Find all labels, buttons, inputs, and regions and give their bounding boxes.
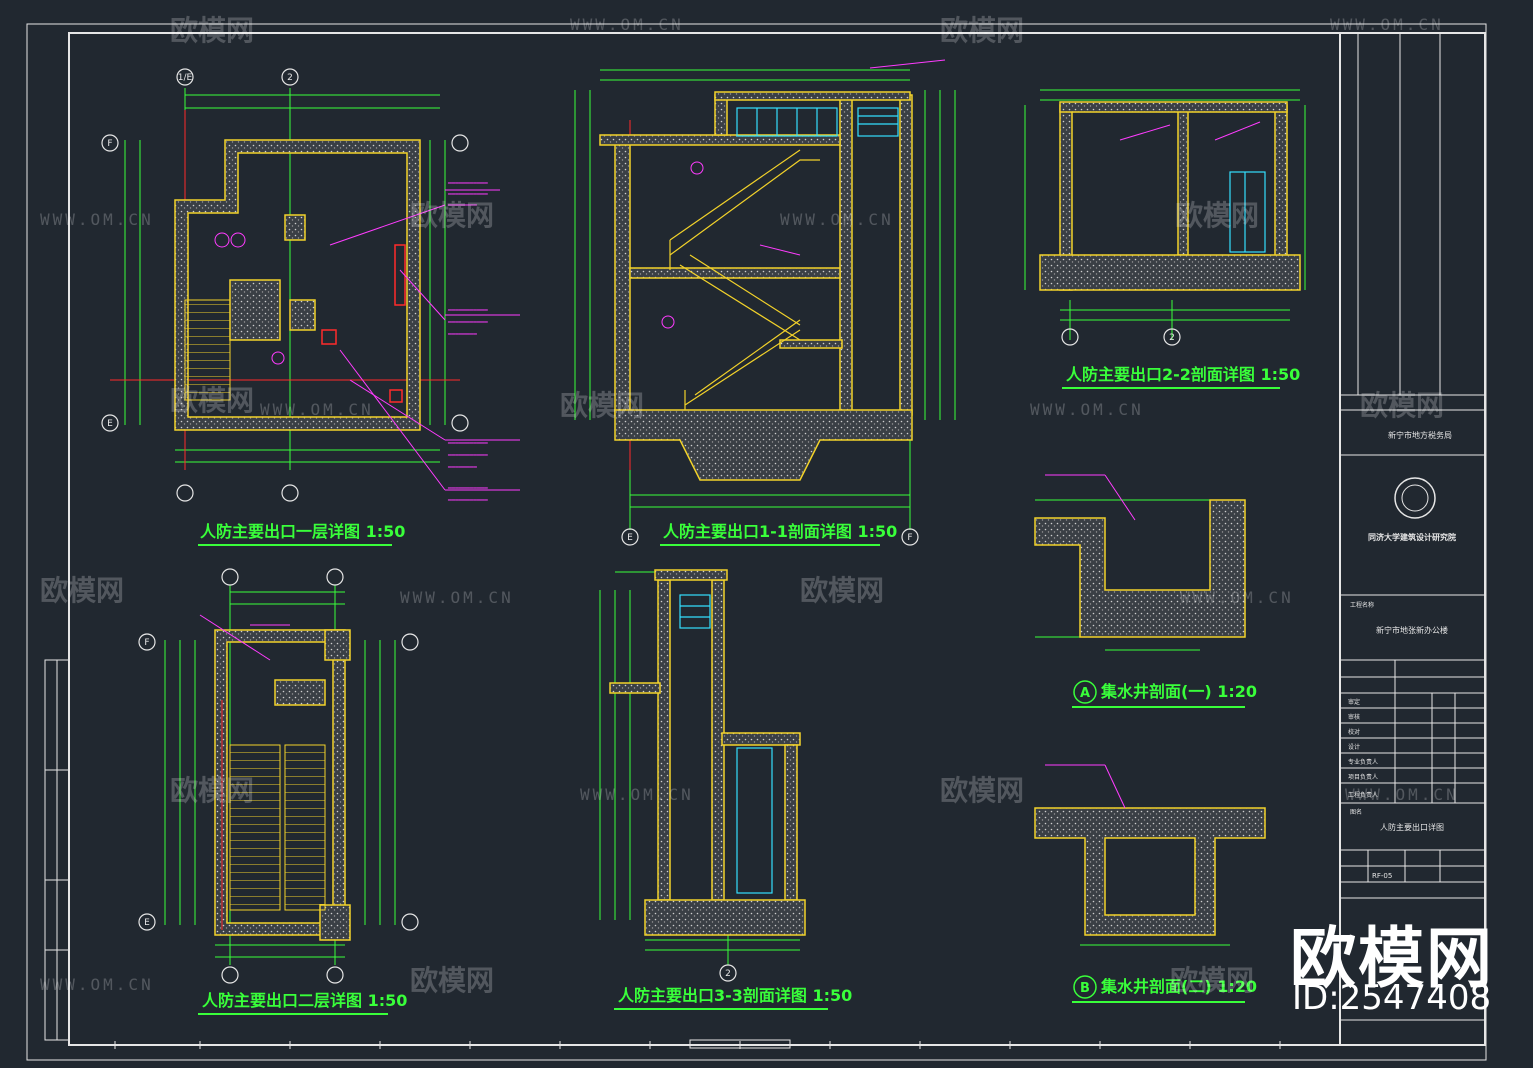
plan-view-2: F E 人防主要出口二层详图 1:50 — [138, 568, 419, 1015]
drawing-name: 人防主要出口详图 — [1380, 822, 1444, 832]
sump-section-a: A 集水井剖面(一) 1:20 — [1034, 474, 1257, 708]
svg-text:━━━━━━━━━━━: ━━━━━━━━━━━ — [447, 440, 488, 447]
section11-title: 人防主要出口1-1剖面详图 1:50 — [663, 522, 897, 541]
watermark-site-text: WWW.OM.CN — [40, 975, 154, 994]
axis-label-2-2: 2 — [1169, 333, 1175, 343]
watermark-site-text: WWW.OM.CN — [1180, 588, 1294, 607]
axis-label-e-1: E — [627, 533, 633, 543]
project-name: 新宁市地张新办公楼 — [1376, 625, 1448, 635]
section-view-1-1: E F 人防主要出口1-1剖面详图 1:50 — [574, 59, 956, 546]
svg-text:━━━━━━━━━━━: ━━━━━━━━━━━ — [447, 485, 488, 492]
drawing-label: 图名 — [1350, 808, 1362, 816]
section22-title: 人防主要出口2-2剖面详图 1:50 — [1066, 365, 1300, 384]
axis-label-e: E — [107, 419, 113, 429]
watermark-logo-text: 欧模网 — [170, 384, 254, 417]
watermark-logo-text: 欧模网 — [800, 574, 884, 607]
plan2-title: 人防主要出口二层详图 1:50 — [202, 991, 407, 1010]
approval-row-label: 审定 — [1348, 698, 1360, 706]
watermark-logo-text: 欧模网 — [560, 389, 644, 422]
approval-row-label: 专业负责人 — [1348, 758, 1378, 766]
axis-label-f: F — [107, 139, 112, 149]
watermark-logo-text: 欧模网 — [940, 14, 1024, 47]
watermark-site-text: WWW.OM.CN — [40, 210, 154, 229]
watermark-site-text: WWW.OM.CN — [260, 400, 374, 419]
axis-label-f-1: F — [907, 533, 912, 543]
plan1-title: 人防主要出口一层详图 1:50 — [200, 522, 405, 541]
watermark-logo-text: 欧模网 — [170, 774, 254, 807]
axis-label-1e: 1/E — [178, 73, 193, 83]
watermark-logo-text: 欧模网 — [40, 574, 124, 607]
bottom-ruler — [69, 1039, 1340, 1049]
watermark-logo-text: 欧模网 — [1360, 389, 1444, 422]
watermark-layer: 欧模网欧模网欧模网欧模网欧模网欧模网欧模网欧模网欧模网欧模网欧模网欧模网欧模网W… — [40, 14, 1459, 997]
watermark-site-text: WWW.OM.CN — [400, 588, 514, 607]
svg-text:━━━━━━━━━━━: ━━━━━━━━━━━ — [447, 319, 488, 326]
approval-row-label: 工程负责人 — [1348, 791, 1378, 799]
drawing-number: RF-05 — [1372, 872, 1392, 880]
svg-text:━━━━━━━━: ━━━━━━━━ — [447, 202, 477, 209]
approval-row-label: 项目负责人 — [1348, 773, 1378, 781]
watermark-logo-text: 欧模网 — [170, 14, 254, 47]
approval-row-label: 校对 — [1348, 728, 1360, 736]
svg-text:━━━━━━━━━━━: ━━━━━━━━━━━ — [447, 497, 488, 504]
brand-watermark: 欧模网 — [1290, 920, 1494, 997]
watermark-site-text: WWW.OM.CN — [780, 210, 894, 229]
watermark-logo-text: 欧模网 — [1175, 199, 1259, 232]
watermark-logo-text: 欧模网 — [1170, 964, 1254, 997]
plan-view-1: ━━━━━━━━━━━━━━━━━━━━━━━━━━━━━━ ━━━━━━━━━… — [101, 68, 520, 546]
watermark-site-text: WWW.OM.CN — [570, 15, 684, 34]
sumpB-title: 集水井剖面(二) 1:20 — [1100, 977, 1257, 996]
watermark-site-text: WWW.OM.CN — [1030, 400, 1144, 419]
svg-text:━━━━━━━━━━━: ━━━━━━━━━━━ — [447, 191, 488, 198]
watermark-logo-text: 欧模网 — [410, 964, 494, 997]
axis-label-2: 2 — [287, 73, 293, 83]
approval-row-label: 设计 — [1348, 743, 1360, 751]
svg-text:━━━━━━━━: ━━━━━━━━ — [447, 331, 477, 338]
svg-text:━━━━━━━━: ━━━━━━━━ — [447, 464, 477, 471]
watermark-site-text: WWW.OM.CN — [580, 785, 694, 804]
binding-strip — [44, 659, 70, 1041]
client-name: 新宁市地方税务局 — [1388, 430, 1452, 440]
axis-label-f-2: F — [144, 638, 149, 648]
section33-title: 人防主要出口3-3剖面详图 1:50 — [618, 986, 852, 1005]
institute-seal-icon — [1394, 477, 1436, 519]
svg-text:━━━━━━━━━━━: ━━━━━━━━━━━ — [447, 307, 488, 314]
sump-section-b: B 集水井剖面(二) 1:20 — [1034, 764, 1266, 1003]
watermark-site-text: WWW.OM.CN — [1330, 15, 1444, 34]
watermark-logo-text: 欧模网 — [940, 774, 1024, 807]
watermark-site-text: WWW.OM.CN — [1345, 785, 1459, 804]
axis-label-2-3: 2 — [725, 969, 731, 979]
svg-text:━━━━━━━━━━━: ━━━━━━━━━━━ — [447, 180, 488, 187]
approval-row-label: 审核 — [1348, 713, 1360, 721]
axis-label-e-2: E — [144, 918, 150, 928]
model-id-watermark: ID:2547408 — [1292, 978, 1492, 1018]
institute-name: 同济大学建筑设计研究院 — [1368, 532, 1456, 542]
section-view-3-3: 2 人防主要出口3-3剖面详图 1:50 — [599, 569, 852, 1010]
sumpA-title: 集水井剖面(一) 1:20 — [1100, 682, 1257, 701]
project-label: 工程名称 — [1350, 601, 1374, 609]
sumpA-marker: A — [1080, 686, 1090, 701]
svg-text:━━━━━━━━━━━: ━━━━━━━━━━━ — [447, 452, 488, 459]
sumpB-marker: B — [1080, 981, 1090, 996]
section-view-2-2: 2 人防主要出口2-2剖面详图 1:50 — [1024, 89, 1306, 389]
title-block: 新宁市地方税务局 同济大学建筑设计研究院 工程名称 新宁市地张新办公楼 图名 人… — [1339, 32, 1486, 1046]
watermark-logo-text: 欧模网 — [410, 199, 494, 232]
